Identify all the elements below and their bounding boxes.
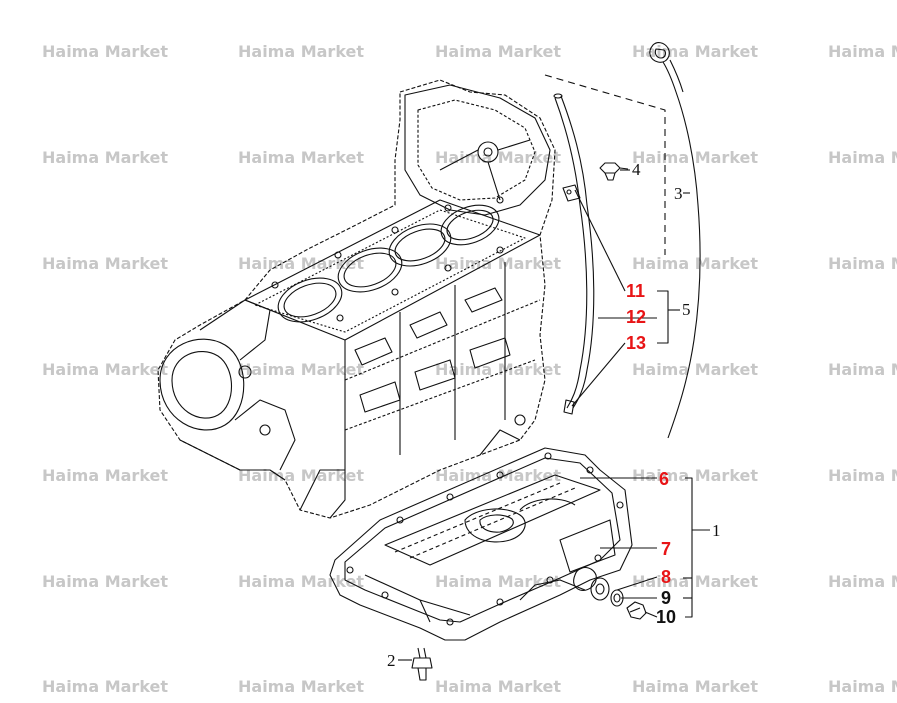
callout-12: 12 [626,307,647,327]
watermark-text: Haima Market [42,148,169,167]
ref-label-5: 5 [682,300,691,319]
watermark-text: Haima Market [828,360,897,379]
watermark-text: Haima Market [632,677,759,696]
ref-label-4: 4 [632,160,641,179]
leader-lines [398,169,710,661]
watermark-text: Haima Market [238,254,365,273]
watermark-text: Haima Market [632,148,759,167]
assembly-boundary [544,74,666,255]
watermark-text: Haima Market [42,677,169,696]
watermark-text: Haima Market [42,360,169,379]
watermark-text: Haima Market [435,677,562,696]
watermark-text: Haima Market [632,360,759,379]
watermark-text: Haima Market [435,466,562,485]
watermark-text: Haima Market [632,466,759,485]
watermark-text: Haima Market [828,148,897,167]
engine-block [157,79,556,519]
dipstick [649,42,701,439]
watermark-text: Haima Market [828,466,897,485]
watermark-text: Haima Market [42,572,169,591]
watermark-text: Haima Market [435,148,562,167]
watermark-text: Haima Market [238,572,365,591]
watermark-text: Haima Market [238,42,365,61]
watermark-text: Haima Market [42,254,169,273]
watermark-text: Haima Market [435,572,562,591]
callout-13: 13 [626,333,647,353]
watermark-text: Haima Market [828,572,897,591]
callout-10: 10 [656,607,677,627]
callout-6: 6 [659,469,670,489]
oil-pan [329,447,633,641]
ref-label-3: 3 [674,184,683,203]
ref-label-2: 2 [387,651,396,670]
watermark-text: Haima Market [632,572,759,591]
watermark-text: Haima Market [435,42,562,61]
callout-11: 11 [626,281,646,301]
callout-8: 8 [661,567,672,587]
watermark-text: Haima Market [435,254,562,273]
callout-9: 9 [661,588,672,608]
watermark-text: Haima Market [238,148,365,167]
watermark-text: Haima Market [435,360,562,379]
watermark-text: Haima Market [42,466,169,485]
ref-label-1: 1 [712,521,721,540]
bolt [599,162,629,181]
watermark-text: Haima Market [828,254,897,273]
watermark-text: Haima Market [42,42,169,61]
callout-7: 7 [661,539,672,559]
watermark-text: Haima Market [632,42,759,61]
watermark-text: Haima Market [238,677,365,696]
watermark-text: Haima Market [238,466,365,485]
pan-bolt [411,647,433,681]
watermark-text: Haima Market [632,254,759,273]
dipstick-tube [553,93,595,415]
watermark-text: Haima Market [828,42,897,61]
watermark-text: Haima Market [238,360,365,379]
watermark-text: Haima Market [828,677,897,696]
